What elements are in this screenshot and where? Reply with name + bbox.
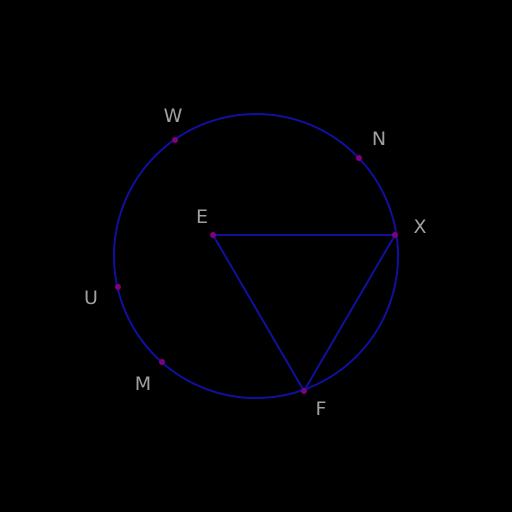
point-m [159, 359, 165, 365]
label-f: F [316, 398, 327, 420]
point-e [210, 232, 216, 238]
label-w: W [164, 105, 183, 127]
segment-xf [303, 234, 396, 392]
point-n [356, 155, 362, 161]
segment-ef [212, 234, 305, 392]
circle [113, 113, 399, 399]
point-w [172, 137, 178, 143]
label-x: X [413, 216, 426, 238]
label-u: U [84, 287, 98, 309]
point-u [115, 284, 121, 290]
point-f [301, 388, 307, 394]
label-m: M [135, 373, 151, 395]
label-n: N [372, 128, 386, 150]
point-x [392, 232, 398, 238]
label-e: E [196, 206, 208, 228]
